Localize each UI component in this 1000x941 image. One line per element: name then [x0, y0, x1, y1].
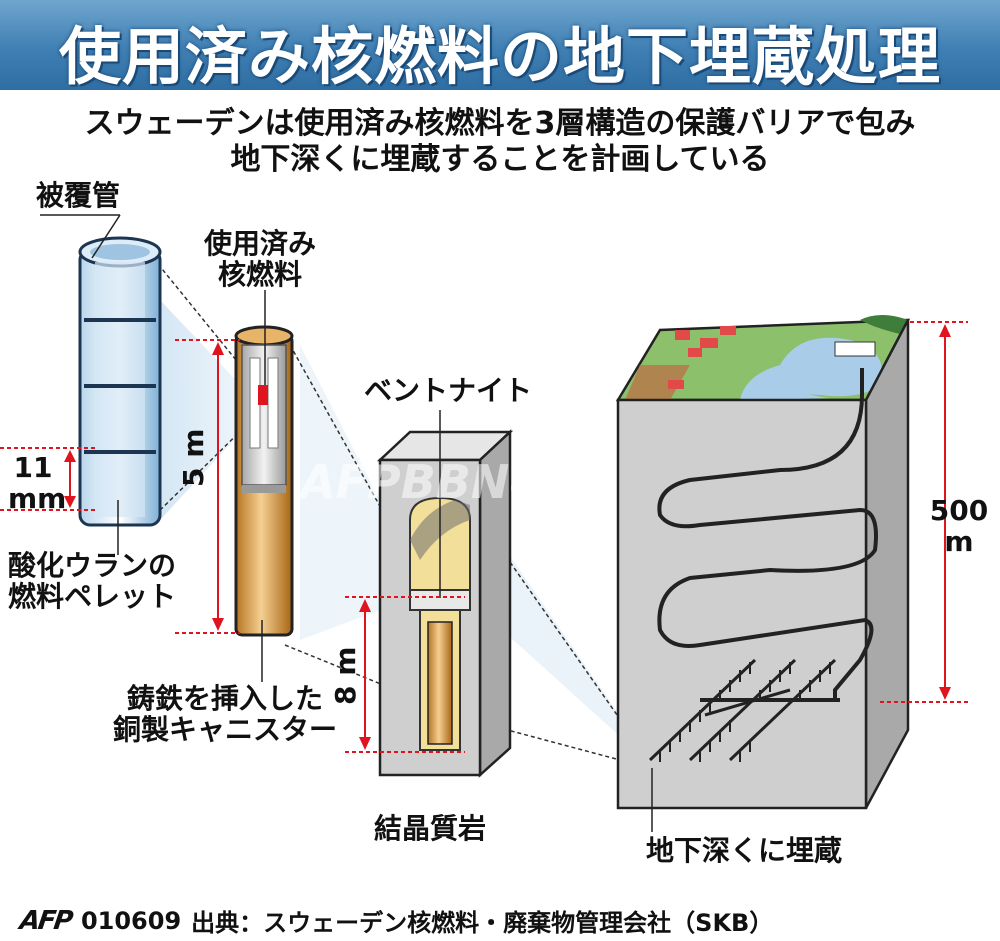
watermark: AFPBBNews	[300, 455, 611, 509]
label-fuel-pellet: 酸化ウランの 燃料ペレット	[8, 550, 176, 613]
label-deep-burial: 地下深くに埋蔵	[646, 834, 843, 867]
label-copper-canister-line-1: 鋳鉄を挿入した	[126, 682, 323, 715]
zoom-beam-1	[160, 300, 262, 520]
label-fuel-pellet-line-1: 酸化ウランの	[8, 549, 177, 582]
dimension-500m	[880, 321, 968, 703]
tunnel-block-drawing	[376, 410, 514, 778]
footer-credit: AFP 010609 出典：スウェーデン核燃料・廃棄物管理会社（SKB）	[17, 903, 774, 938]
label-spent-fuel: 使用済み 核燃料	[200, 228, 320, 291]
label-dim-500m: 500 m	[918, 495, 1000, 558]
label-bentonite: ベントナイト	[364, 374, 533, 407]
subtitle-line-1: スウェーデンは使用済み核燃料を3層構造の保護バリアで包み	[84, 106, 916, 141]
dim-11-unit: mm	[8, 482, 67, 516]
footer-source: 出典：スウェーデン核燃料・廃棄物管理会社（SKB）	[191, 909, 774, 937]
zoom-beam-3	[475, 505, 655, 768]
label-dim-5m: 5 m	[177, 428, 210, 487]
page-title: 使用済み核燃料の地下埋蔵処理	[58, 20, 941, 93]
label-spent-fuel-line-1: 使用済み	[203, 227, 316, 260]
subtitle-line-2: 地下深くに埋蔵することを計画している	[230, 142, 770, 177]
label-crystalline-rock: 結晶質岩	[374, 812, 487, 845]
label-copper-canister-line-2: 銅製キャニスター	[112, 713, 337, 747]
dim-500-value: 500	[929, 494, 989, 527]
title-banner	[0, 0, 1000, 90]
zoom-beam-2	[300, 345, 456, 640]
dim-500-unit: m	[944, 525, 974, 559]
bedrock-block-drawing	[615, 315, 911, 832]
dimension-11mm	[0, 447, 95, 511]
dim-11-value: 11	[13, 451, 53, 484]
cladding-tube-drawing	[40, 214, 162, 555]
dimension-8m	[345, 596, 465, 753]
label-fuel-pellet-line-2: 燃料ペレット	[8, 580, 177, 614]
label-copper-canister: 鋳鉄を挿入した 銅製キャニスター	[110, 683, 340, 746]
dimension-5m	[175, 339, 240, 634]
label-cladding-tube: 被覆管	[36, 179, 121, 212]
copper-canister-drawing	[234, 290, 294, 682]
afp-logo: AFP	[17, 905, 74, 936]
label-dim-11mm: 11 mm	[8, 451, 67, 516]
label-spent-fuel-line-2: 核燃料	[217, 258, 302, 292]
footer-code: 010609	[80, 906, 182, 935]
